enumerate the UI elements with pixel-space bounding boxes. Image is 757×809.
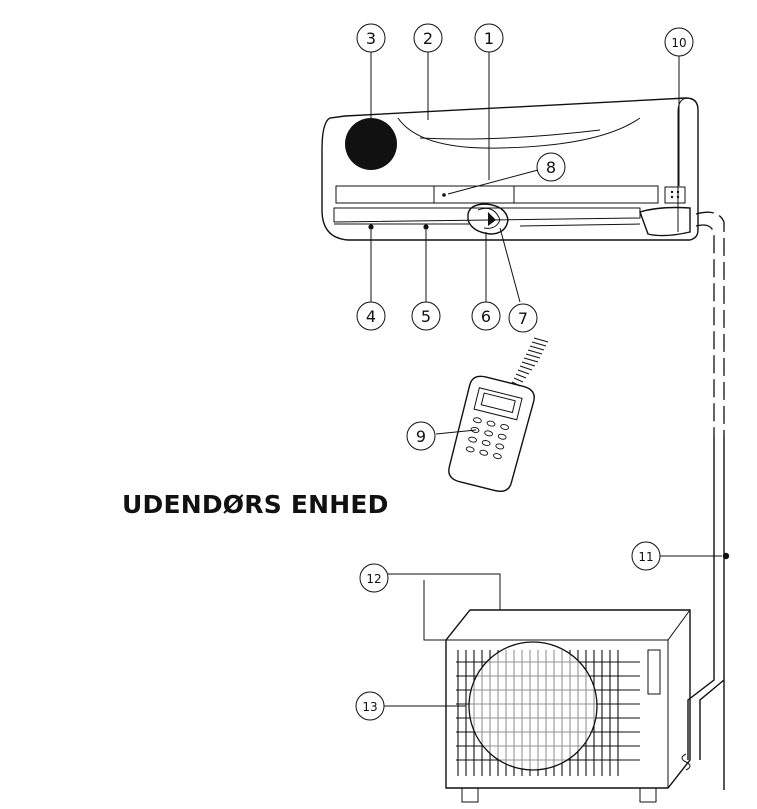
callout-10: 10 (664, 27, 694, 57)
callout-6: 6 (471, 301, 501, 331)
svg-text:9: 9 (416, 427, 426, 446)
svg-text:7: 7 (518, 309, 528, 328)
callout-2: 2 (413, 23, 443, 53)
svg-text:11: 11 (638, 550, 653, 564)
callout-11: 11 (631, 541, 661, 571)
callout-5: 5 (411, 301, 441, 331)
display-panel (433, 185, 515, 204)
filter-cover-disk (345, 118, 397, 170)
svg-text:8: 8 (546, 158, 556, 177)
svg-text:12: 12 (366, 572, 381, 586)
callout-9: 9 (406, 421, 436, 451)
outdoor-unit-heading: UDENDØRS ENHED (122, 490, 389, 519)
callout-3: 3 (356, 23, 386, 53)
remote-control (448, 375, 535, 493)
svg-text:5: 5 (421, 307, 431, 326)
callout-1: 1 (474, 23, 504, 53)
callout-7: 7 (508, 303, 538, 333)
svg-text:4: 4 (366, 307, 376, 326)
infrared-signal (511, 337, 549, 387)
svg-text:13: 13 (362, 700, 377, 714)
leader-lines (370, 52, 722, 707)
svg-text:2: 2 (423, 29, 433, 48)
indoor-unit (321, 97, 699, 241)
svg-text:10: 10 (671, 36, 686, 50)
svg-text:3: 3 (366, 29, 376, 48)
outdoor-fan (468, 641, 598, 771)
callout-8: 8 (536, 152, 566, 182)
svg-text:1: 1 (484, 29, 494, 48)
callout-12: 12 (359, 563, 389, 593)
refrigerant-pipe (687, 211, 730, 790)
air-louver-dot-5 (423, 224, 429, 230)
outdoor-unit (445, 609, 691, 803)
manual-switch (467, 203, 509, 235)
callout-4: 4 (356, 301, 386, 331)
indicator-panel-icon (664, 186, 686, 204)
pipe-outlet (639, 206, 691, 237)
callout-13: 13 (355, 691, 385, 721)
air-louver-dot-4 (368, 224, 374, 230)
svg-text:6: 6 (481, 307, 491, 326)
